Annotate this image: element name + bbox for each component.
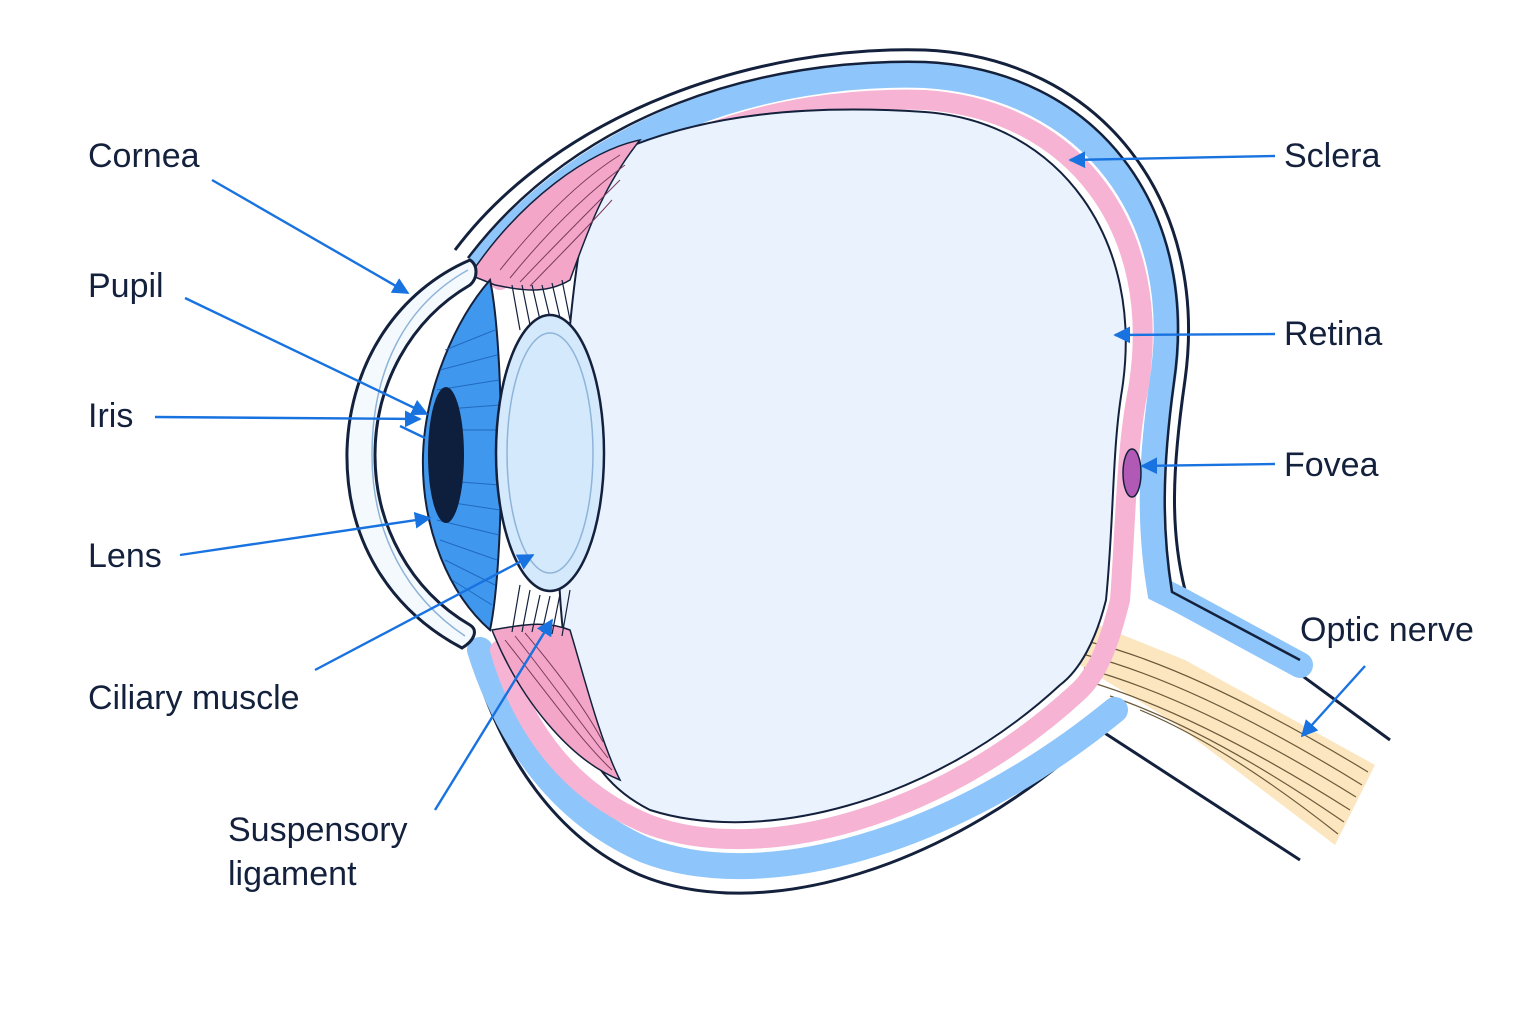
leader-ciliary <box>314 553 535 672</box>
label-sclera: Sclera <box>1284 137 1381 175</box>
optic-nerve <box>1080 625 1375 845</box>
retina-band <box>490 89 1153 850</box>
leader-pupil <box>184 296 429 416</box>
leader-iris-tail <box>399 424 426 440</box>
leader-optic-nerve <box>1300 665 1366 738</box>
sclera-band <box>467 61 1313 880</box>
label-suspensory-ligament: Suspensory ligament <box>228 811 408 893</box>
leader-suspensory <box>433 618 554 811</box>
leader-fovea <box>1140 457 1276 475</box>
label-fovea: Fovea <box>1284 446 1379 484</box>
pupil <box>428 387 464 523</box>
label-ciliary-muscle: Ciliary muscle <box>88 679 300 717</box>
ciliary-muscle-top <box>468 138 642 291</box>
leader-lines <box>154 151 1366 811</box>
label-cornea: Cornea <box>88 137 200 175</box>
fovea <box>1122 448 1142 498</box>
leader-iris <box>154 410 422 428</box>
cornea <box>345 258 478 650</box>
leader-cornea <box>211 178 410 295</box>
leader-lens <box>179 511 432 557</box>
label-pupil: Pupil <box>88 267 164 305</box>
label-retina: Retina <box>1284 315 1383 353</box>
label-iris: Iris <box>88 397 134 435</box>
label-optic-nerve: Optic nerve <box>1300 611 1474 649</box>
leader-retina <box>1113 326 1276 344</box>
label-lens: Lens <box>88 537 162 575</box>
leader-sclera <box>1068 151 1276 169</box>
lens <box>494 313 606 593</box>
